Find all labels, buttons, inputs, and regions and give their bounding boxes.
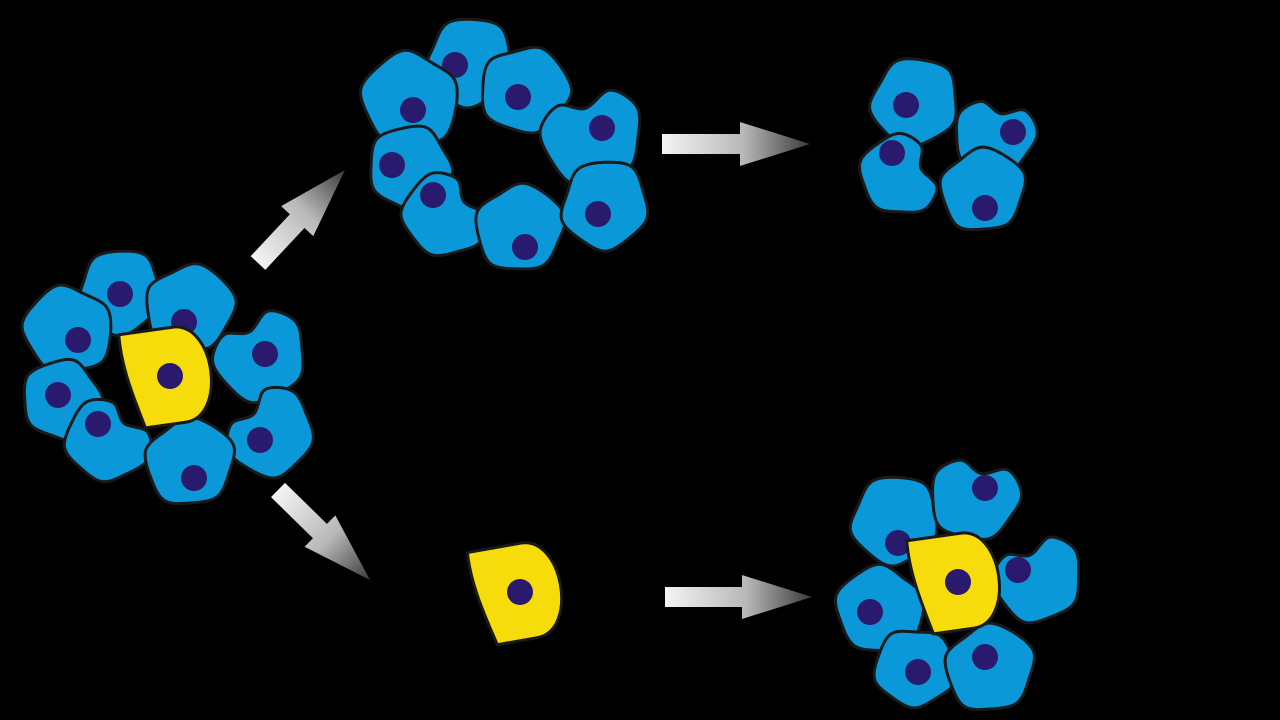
nucleus [1005, 557, 1031, 583]
nucleus [247, 427, 273, 453]
nucleus [585, 201, 611, 227]
nucleus [505, 84, 531, 110]
arrows-layer [250, 122, 812, 619]
blue-cell [868, 57, 958, 150]
nucleus [589, 115, 615, 141]
nucleus [879, 140, 905, 166]
nucleus [181, 465, 207, 491]
blue-cell [399, 171, 489, 258]
nucleus [107, 281, 133, 307]
nucleus [885, 530, 911, 556]
blue-cell [20, 283, 113, 374]
nucleus [45, 382, 71, 408]
blue-cell [990, 535, 1081, 625]
nucleus [512, 234, 538, 260]
blue-cell [143, 415, 236, 506]
blue-cell [872, 629, 958, 710]
nucleus [85, 411, 111, 437]
blue-cell [62, 397, 153, 484]
arrow-upper-horizontal [662, 122, 810, 166]
yellow-stem-cell [905, 531, 1001, 636]
nucleus [1000, 119, 1026, 145]
nucleus [857, 599, 883, 625]
nucleus [972, 644, 998, 670]
arrow-lower-diagonal [271, 482, 370, 580]
blue-cell [938, 145, 1027, 232]
nucleus [972, 195, 998, 221]
nucleus [252, 341, 278, 367]
arrow-lower-horizontal [665, 575, 812, 619]
blue-cell [943, 621, 1036, 712]
cells-layer [20, 17, 1081, 712]
yellow-stem-cell [117, 325, 213, 430]
nucleus [400, 97, 426, 123]
blue-cell [474, 181, 567, 271]
nucleus [972, 475, 998, 501]
nucleus [157, 363, 183, 389]
nucleus [379, 152, 405, 178]
nucleus [893, 92, 919, 118]
arrow-upper-diagonal [250, 169, 346, 270]
nucleus [420, 182, 446, 208]
blue-cell [931, 458, 1024, 541]
blue-cell [225, 385, 315, 480]
nucleus [945, 569, 971, 595]
yellow-stem-cell [465, 541, 564, 647]
nucleus [905, 659, 931, 685]
nucleus [507, 579, 533, 605]
nucleus [65, 327, 91, 353]
blue-cell [559, 160, 650, 253]
blue-cell [857, 131, 939, 214]
